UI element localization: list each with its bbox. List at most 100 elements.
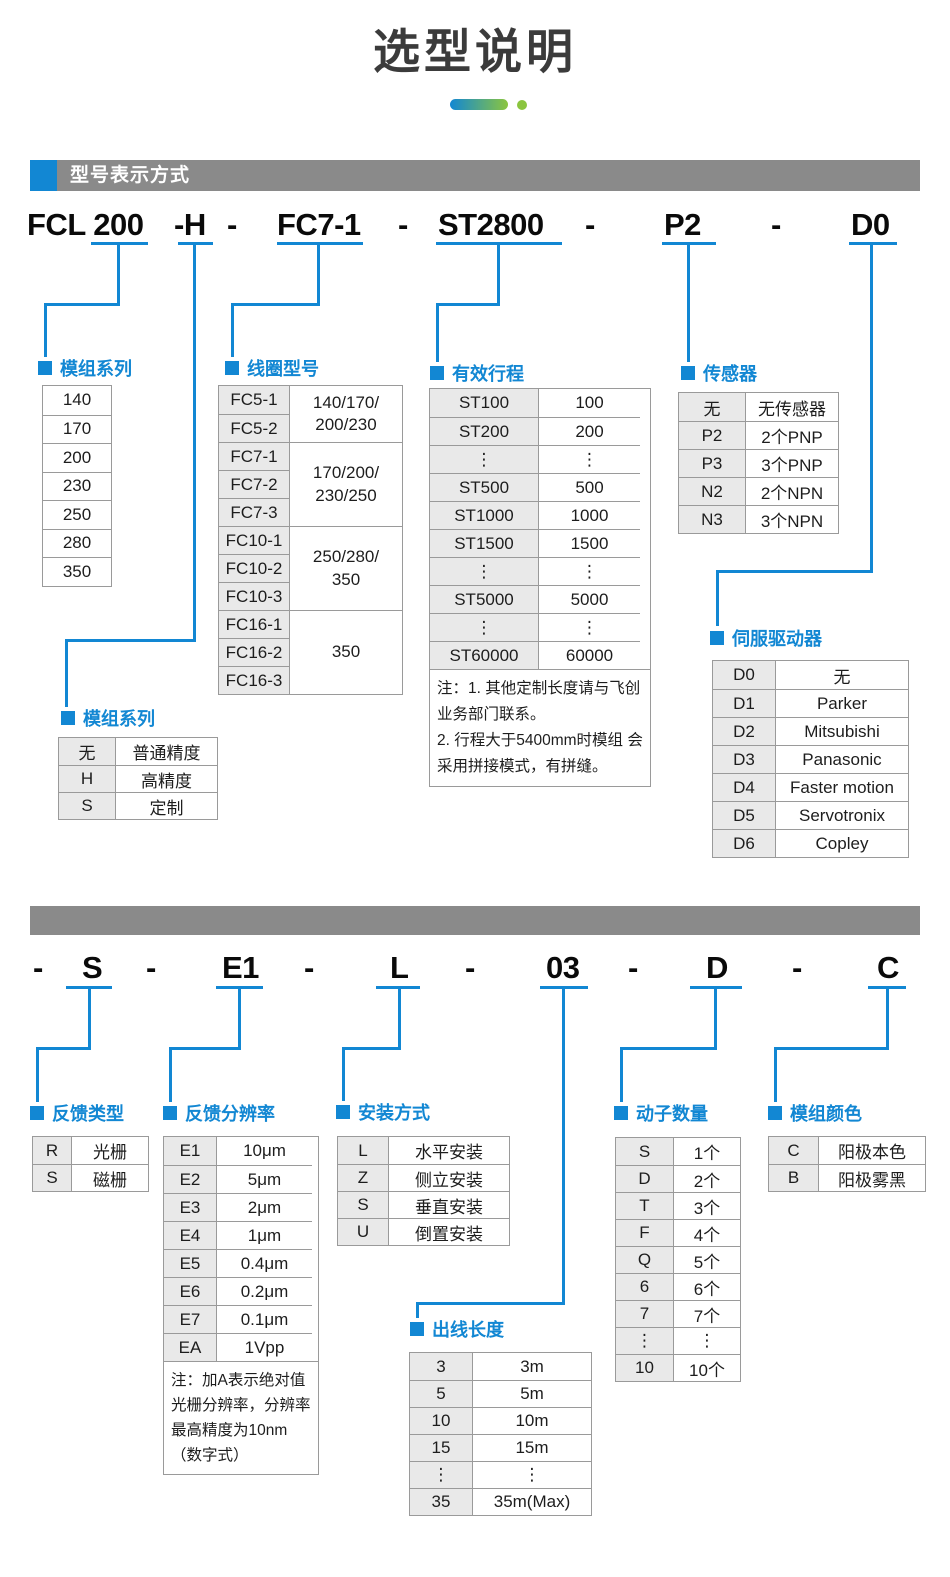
connector-line	[231, 303, 320, 306]
label-text: 模组颜色	[790, 1104, 862, 1124]
model-separator: -	[398, 207, 408, 242]
label-text: 动子数量	[636, 1104, 708, 1124]
connector-line	[44, 303, 120, 306]
label-square-icon	[38, 361, 52, 375]
model-separator: -	[304, 950, 314, 985]
table-cell: EA	[164, 1333, 216, 1361]
table-cell: Copley	[775, 829, 908, 857]
table-cell: E4	[164, 1221, 216, 1249]
model-underline	[540, 986, 588, 989]
table-cell: 1Vpp	[216, 1333, 312, 1361]
connector-line	[342, 1047, 401, 1050]
table-cell: ⋮	[538, 445, 640, 473]
model2-color-segment: C	[877, 950, 899, 985]
model-underline	[868, 986, 906, 989]
model-separator: -	[465, 950, 475, 985]
table-cell: D2	[713, 717, 775, 745]
table-cell: ST60000	[430, 641, 538, 669]
table-cell: 水平安装	[388, 1137, 509, 1164]
title-dot	[517, 100, 527, 110]
table-cell: 1000	[538, 501, 640, 529]
table-cell: R	[33, 1137, 71, 1164]
table-cell: U	[338, 1218, 388, 1245]
table-cell: 140	[43, 386, 111, 415]
label-effective-stroke: 有效行程	[430, 360, 524, 386]
table-cell: E5	[164, 1249, 216, 1277]
connector-line	[398, 989, 401, 1050]
connector-line	[620, 1047, 623, 1102]
table-cell: 10μm	[216, 1137, 312, 1165]
model2-cable-segment: 03	[546, 950, 580, 985]
model-underline	[662, 242, 716, 245]
label-cable-length: 出线长度	[410, 1316, 504, 1342]
section-accent-square	[30, 160, 57, 191]
section-header-bar: 型号表示方式	[30, 160, 920, 191]
table-cell: FC16-1	[219, 610, 289, 638]
connector-line	[342, 1047, 345, 1101]
table-cell: 7个	[673, 1300, 740, 1327]
label-square-icon	[336, 1105, 350, 1119]
table-cell: FC7-2	[219, 470, 289, 498]
table-cell: S	[338, 1191, 388, 1218]
connector-line	[117, 245, 120, 305]
connector-line	[886, 989, 889, 1050]
table-cell: N3	[679, 505, 745, 533]
model-underline	[376, 986, 420, 989]
model1-stroke-segment: ST2800	[438, 207, 544, 242]
table-cell: ⋮	[673, 1327, 740, 1354]
connector-line	[416, 1302, 565, 1305]
table-cell: 3m	[472, 1353, 591, 1380]
coil-code-column: FC5-1 FC5-2 FC7-1 FC7-2 FC7-3 FC10-1 FC1…	[219, 386, 289, 694]
table-cell: 7	[616, 1300, 673, 1327]
table-row: 140	[43, 386, 111, 415]
table-row: 170	[43, 414, 111, 443]
connector-line	[169, 1047, 172, 1102]
label-square-icon	[410, 1322, 424, 1336]
table-cell: 500	[538, 473, 640, 501]
connector-line	[562, 989, 565, 1305]
table-cell: 170	[43, 414, 111, 443]
table-cell: 2个	[673, 1165, 740, 1192]
table-cell: FC10-1	[219, 526, 289, 554]
table-cell: 无	[679, 393, 745, 421]
model-separator: -	[628, 950, 638, 985]
label-square-icon	[430, 366, 444, 380]
label-text: 反馈分辨率	[185, 1104, 275, 1124]
model2-feedback-type-segment: S	[82, 950, 103, 985]
model2-resolution-segment: E1	[222, 950, 259, 985]
model-separator: -	[146, 950, 156, 985]
table-cell: 3	[410, 1353, 472, 1380]
table-cell: L	[338, 1137, 388, 1164]
table-cell: 280	[43, 528, 111, 557]
table-cell: Panasonic	[775, 745, 908, 773]
label-text: 模组系列	[83, 709, 155, 729]
model-separator: -	[792, 950, 802, 985]
table-cell: F	[616, 1219, 673, 1246]
label-coil-model: 线圈型号	[225, 355, 319, 381]
connector-line	[436, 303, 439, 362]
label-square-icon	[681, 366, 695, 380]
table-cell: 5	[410, 1380, 472, 1407]
table-cell: D6	[713, 829, 775, 857]
table-cell: ST200	[430, 417, 538, 445]
table-row: 230	[43, 471, 111, 500]
